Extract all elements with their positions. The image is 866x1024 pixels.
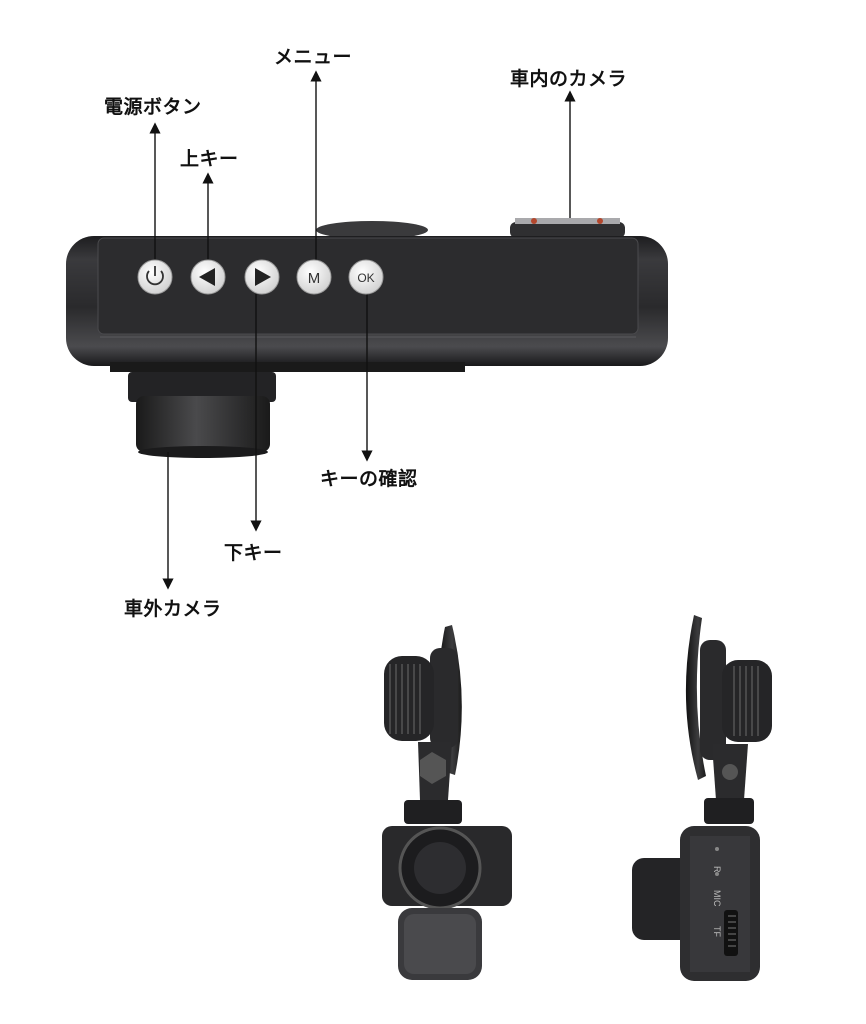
label-inner-camera: 車内のカメラ: [510, 68, 628, 90]
side-panel-labels: R MIC TF: [712, 866, 722, 937]
top-mount-bump: [316, 221, 428, 239]
outer-camera-lens: [128, 372, 276, 458]
label-power-button: 電源ボタン: [104, 96, 202, 118]
left-triangle-icon: [199, 268, 215, 286]
label-menu: メニュー: [274, 46, 353, 68]
power-icon: [146, 266, 164, 286]
control-buttons: M OK: [137, 259, 384, 295]
callout-lines: [149, 70, 576, 590]
side-mic-label: MIC: [712, 890, 722, 907]
menu-button-glyph: M: [308, 270, 321, 287]
inner-camera-housing: [510, 222, 625, 238]
side-r-label: R: [712, 866, 722, 873]
side-tf-label: TF: [712, 926, 722, 937]
right-triangle-icon: [255, 268, 271, 286]
dashcam-side-view-right: [632, 615, 772, 981]
label-up-key: 上キー: [180, 148, 239, 170]
power-button[interactable]: [137, 259, 173, 295]
label-ok-key: キーの確認: [320, 468, 418, 490]
up-button[interactable]: [190, 259, 226, 295]
ok-button-glyph: OK: [357, 271, 374, 285]
down-button[interactable]: [244, 259, 280, 295]
menu-button[interactable]: M: [296, 259, 332, 295]
dashcam-side-view-left: [382, 625, 512, 980]
label-outer-camera: 車外カメラ: [124, 598, 222, 620]
ok-button[interactable]: OK: [348, 259, 384, 295]
label-down-key: 下キー: [224, 542, 283, 564]
